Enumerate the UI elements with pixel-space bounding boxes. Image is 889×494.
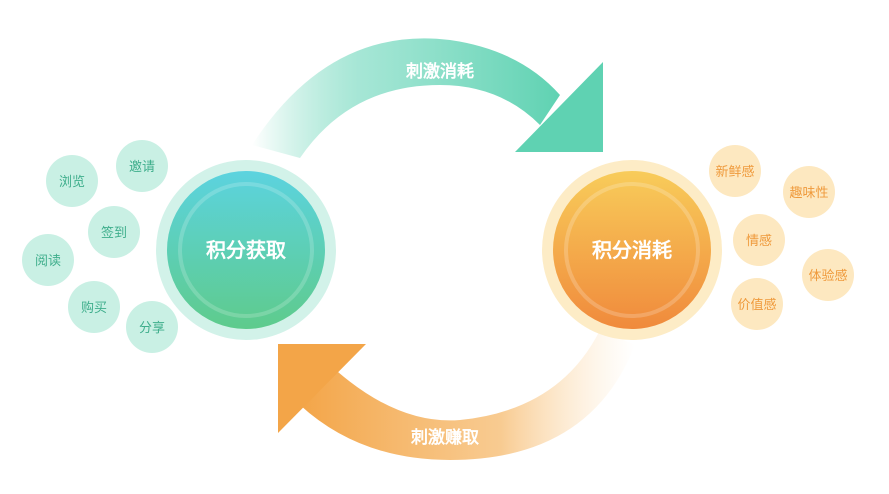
bubble-fun: 趣味性 <box>783 166 835 218</box>
arrow-stimulate-consume: 刺激消耗 <box>252 38 603 158</box>
svg-text:邀请: 邀请 <box>129 160 155 175</box>
hub-points-consume: 积分消耗 <box>542 160 722 340</box>
hub-title-consume: 积分消耗 <box>592 238 672 262</box>
svg-text:体验感: 体验感 <box>808 268 847 284</box>
svg-text:购买: 购买 <box>81 300 107 316</box>
bubble-read: 阅读 <box>22 234 74 286</box>
bubble-freshness: 新鲜感 <box>709 145 761 197</box>
bubble-value: 价值感 <box>731 278 783 330</box>
arrow-label-bottom: 刺激赚取 <box>411 427 479 448</box>
bubble-browse: 浏览 <box>46 155 98 207</box>
svg-text:分享: 分享 <box>139 320 165 336</box>
bubble-share: 分享 <box>126 301 178 353</box>
arrow-label-top: 刺激消耗 <box>406 61 474 82</box>
svg-text:价值感: 价值感 <box>737 297 776 313</box>
svg-text:趣味性: 趣味性 <box>789 186 828 201</box>
bubble-checkin: 签到 <box>88 206 140 258</box>
hub-title-earn: 积分获取 <box>206 238 286 262</box>
earn-bubbles: 浏览 邀请 签到 阅读 购买 分享 <box>22 140 178 353</box>
consume-bubbles: 新鲜感 趣味性 情感 体验感 价值感 <box>709 145 854 330</box>
bubble-invite: 邀请 <box>116 140 168 192</box>
svg-text:新鲜感: 新鲜感 <box>715 164 754 180</box>
arrow-stimulate-earn: 刺激赚取 <box>278 330 635 460</box>
svg-text:情感: 情感 <box>746 233 772 249</box>
svg-text:浏览: 浏览 <box>59 174 85 190</box>
bubble-experience: 体验感 <box>802 249 854 301</box>
bubble-emotion: 情感 <box>733 214 785 266</box>
bubble-purchase: 购买 <box>68 281 120 333</box>
svg-text:阅读: 阅读 <box>35 254 61 269</box>
svg-text:签到: 签到 <box>101 225 127 241</box>
hub-points-earn: 积分获取 <box>156 160 336 340</box>
